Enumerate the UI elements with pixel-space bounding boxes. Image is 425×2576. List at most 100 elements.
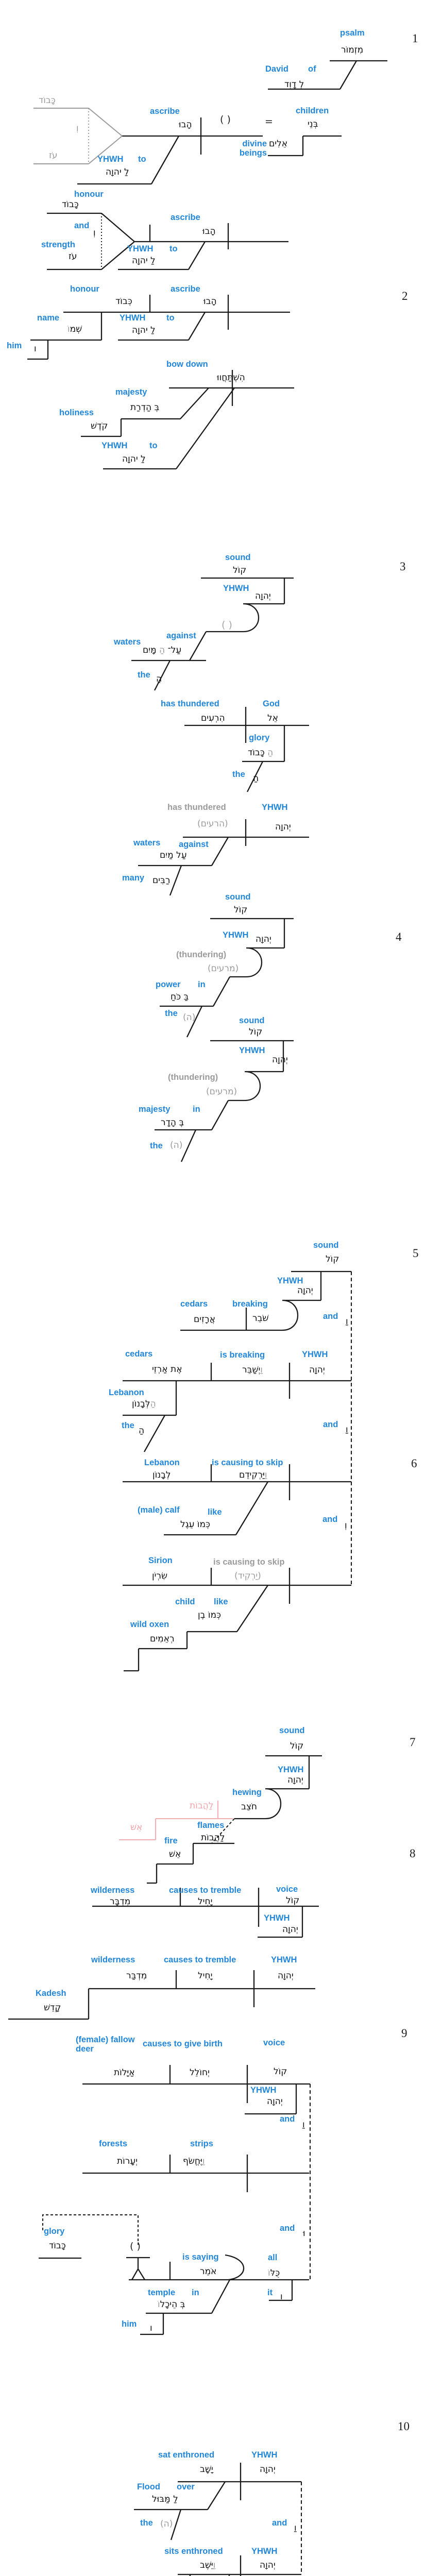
verse-8-number: 8 [410, 1847, 416, 1860]
v1-to-yhwh-hebrew: לַ יהוָה [106, 167, 129, 177]
v6b-wild-oxen-label: wild oxen [130, 1620, 169, 1629]
v2-name-label: name [37, 313, 60, 323]
v6b-child-label: child [175, 1597, 195, 1606]
v6-lebanon-label: Lebanon [144, 1458, 180, 1467]
verse-6-number: 6 [411, 1457, 417, 1470]
v6b-skip-ghost-hebrew: (יַרְקִיד) [234, 1571, 261, 1581]
v4-the-hebrew-ghost: (ה) [183, 1012, 196, 1023]
v9b-is-saying-label: is saying [182, 2252, 219, 2262]
v3-waters2-label: waters [133, 838, 161, 848]
v4b-majesty-label: majesty [139, 1105, 171, 1114]
v3-glory-label: glory [249, 733, 270, 742]
v2-ascribe-hebrew: הָבוּ [203, 296, 217, 307]
v7-yhwh-label: YHWH [278, 1765, 304, 1774]
v5b-is-breaking-label: is breaking [220, 1350, 265, 1360]
v3-yhwh-label: YHWH [223, 584, 249, 593]
v10-over-flood-hebrew: לַ מַּבּוּל [152, 2494, 178, 2504]
v9-and1-label: and [280, 2114, 295, 2124]
v5-yhwh-label: YHWH [277, 1276, 303, 1285]
v5b-lebanon-label: Lebanon [109, 1388, 144, 1397]
v4-thundering-ghost-hebrew: (מרעים) [208, 963, 239, 974]
v8-tremble1-label: causes to tremble [169, 1886, 242, 1895]
v4b-thundering-ghost-hebrew: (מרעים) [206, 1087, 237, 1097]
v5b-cedars-hebrew: אֶת אַרְזֵי [152, 1364, 182, 1375]
v1b-to-yhwh-hebrew: לַ יהוָה [132, 256, 156, 266]
v8-voice-label: voice [276, 1885, 298, 1894]
v3-has-thundered-ghost-hebrew: (הרעים) [197, 819, 228, 829]
v5-sound-label: sound [313, 1241, 339, 1250]
v1b-strength-label: strength [41, 240, 75, 249]
v8-voice-hebrew: קוֹל [286, 1895, 300, 1906]
v5b-the-hebrew: הַ [139, 1426, 145, 1436]
v4-sound-hebrew: קוֹל [234, 905, 248, 915]
v8b-tremble2-hebrew: יָחִיל [198, 1971, 213, 1981]
v4b-in-label: in [193, 1105, 200, 1114]
v3-against-waters-hebrew: עַל־ הַ מָּיִם [143, 645, 182, 655]
v9-voice-label: voice [263, 2038, 285, 2047]
v3-yhwh2-label: YHWH [262, 803, 288, 812]
v9-fallow-deer-hebrew: אַיָּלוֹת [114, 2067, 135, 2078]
v8-yhwh1-hebrew: יְהוָה [282, 1924, 298, 1935]
v1-divine-beings-label: divine beings [239, 139, 267, 158]
v7-flames-hebrew-pink: לַהֲבוֹת [190, 1801, 214, 1811]
v4b-in-majesty-hebrew: בֶּ הָדָר [161, 1117, 184, 1128]
v6-like-calf-hebrew: כְּמוֹ עֵגֶל [180, 1519, 211, 1530]
verse-4-number: 4 [396, 930, 402, 943]
verse-1-number: 1 [412, 32, 418, 45]
v4-power-label: power [156, 980, 181, 989]
v10-sat-enthroned-hebrew: יָשָׁב [200, 2464, 213, 2475]
v9-strips-label: strips [190, 2139, 213, 2148]
v1b-ascribe-label: ascribe [171, 213, 200, 222]
v9b-placeholder-parens: ( ) [130, 2241, 141, 2252]
v9b-him-label: him [122, 2319, 137, 2329]
v10-over-label: over [177, 2482, 195, 2492]
v3-elided-verb-parens: ( ) [222, 619, 232, 631]
v3-has-thundered-label: has thundered [161, 699, 219, 708]
v4-in-power-hebrew: בַּ כֹּחַ [171, 992, 189, 1002]
v2-honour-hebrew: כְּבוֹד [115, 296, 132, 307]
v1b-and-label: and [74, 221, 90, 230]
v9b-is-saying-hebrew: אֹמֵר [200, 2266, 217, 2277]
v3-many-label: many [122, 873, 145, 883]
v10-yhwh1-label: YHWH [251, 2450, 278, 2460]
v5b-cedars-label: cedars [125, 1349, 153, 1359]
v2-name-hebrew: שְׁמוֹ [67, 324, 82, 334]
v1b-strength-hebrew: עֹז [69, 251, 77, 262]
v8b-wilderness2-label: wilderness [91, 1955, 135, 1964]
v9b-in-temple-hebrew: בְּ הֵיכָלוֹ [158, 2299, 185, 2310]
v1-elided-object-parens: ( ) [220, 114, 231, 125]
v9-forests-hebrew: יְעָרוֹת [117, 2156, 138, 2166]
v1-psalm-hebrew: מִזְמוֹר [341, 45, 364, 55]
v2b-bow-down-hebrew: הִשְׁתַּחֲווּ [217, 372, 245, 383]
v4-thundering-ghost-label: (thundering) [176, 950, 227, 959]
v4-yhwh-hebrew: יְהוָה [256, 934, 271, 944]
v1-yhwh-label: YHWH [97, 155, 124, 164]
v6b-sirion-hebrew: שִׂרְיֹן [152, 1571, 168, 1581]
v3-the-hebrew: הַ [156, 674, 162, 684]
v1b-honour-hebrew: כָּבוֹד [62, 199, 79, 210]
v7-sound-hebrew: קוֹל [290, 1741, 304, 1751]
v10-the-label: the [140, 2518, 153, 2528]
v6-and-label: and [322, 1515, 338, 1524]
v1-ascribe-hebrew: הָבוּ [179, 120, 192, 130]
v3-the-label: the [138, 670, 150, 680]
v1b-honour-label: honour [74, 190, 104, 199]
v6-and-hebrew: וְ [345, 1520, 347, 1531]
v4b-the-label: the [150, 1141, 163, 1150]
v5-and1-hebrew: וַ [346, 1316, 348, 1327]
v8b-kadesh-label: Kadesh [36, 1989, 66, 1998]
v1-to-label: to [138, 155, 146, 164]
v4b-yhwh-label: YHWH [239, 1046, 265, 1055]
v9-give-birth-label: causes to give birth [143, 2039, 223, 2048]
v8b-kadesh-hebrew: קָדֵשׁ [44, 2003, 61, 2013]
v3-yhwh2-hebrew: יְהוָה [275, 822, 291, 832]
verse-5-number: 5 [413, 1247, 419, 1260]
v8-yhwh1-label: YHWH [264, 1913, 290, 1923]
v5-cedars-label: cedars [180, 1299, 208, 1309]
v3-has-thundered-hebrew: הִרְעִים [201, 713, 225, 723]
v5-and1-label: and [323, 1312, 338, 1321]
verse-3-number: 3 [400, 560, 406, 573]
v5b-and2-label: and [323, 1420, 338, 1429]
v3-sound-label: sound [225, 553, 251, 562]
